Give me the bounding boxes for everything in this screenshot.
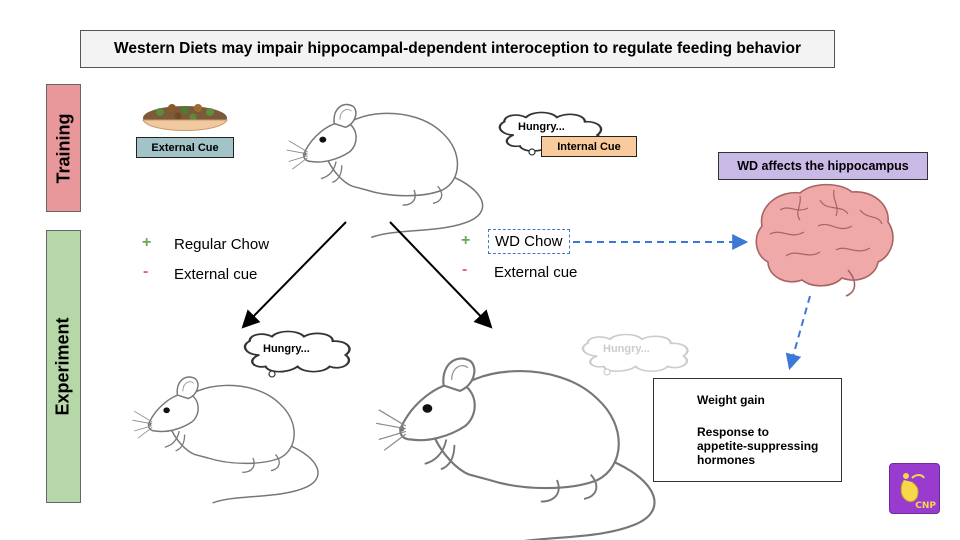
brain-icon: [755, 183, 894, 297]
thought-bubble-dot: [603, 368, 611, 376]
external-cue-removed-label: External cue: [174, 266, 258, 283]
food-bowl-icon: [142, 104, 228, 131]
arrow-to-regular-chow-mouse: [241, 221, 347, 329]
results-box: [653, 378, 842, 482]
wd-chow-label: WD Chow: [488, 229, 570, 254]
hormone-response-label-line2: appetite-suppressing: [697, 439, 819, 453]
wd-chow-mouse-icon: [375, 357, 656, 540]
hormone-response-label-line1: Response to: [697, 425, 770, 439]
cnp-logo: CNP: [889, 463, 940, 514]
lemon-icon: [900, 473, 925, 503]
hippocampus-effect-label: WD affects the hippocampus: [718, 152, 928, 180]
external-cue-label: External Cue: [136, 137, 234, 158]
training-phase-label: Training: [46, 84, 81, 212]
training-mouse-icon: [285, 103, 484, 239]
training-thought-text: Hungry...: [518, 121, 565, 133]
regular-chow-thought-text: Hungry...: [263, 343, 310, 355]
thought-bubble-dot: [528, 148, 536, 156]
regular-chow-label: Regular Chow: [174, 236, 270, 253]
logo-text: CNP: [915, 501, 936, 511]
experiment-phase-label: Experiment: [46, 230, 81, 503]
arrow-to-wd-chow-mouse: [389, 221, 493, 329]
regular-chow-mouse-icon: [131, 376, 319, 504]
plus-sign: +: [142, 234, 152, 251]
arrow-brain-to-results: [785, 295, 811, 371]
thought-bubble-dot: [268, 370, 276, 378]
internal-cue-label: Internal Cue: [541, 136, 637, 157]
weight-gain-label: Weight gain: [697, 393, 765, 407]
plus-sign: +: [461, 232, 471, 249]
wd-chow-faded-thought-text: Hungry...: [603, 343, 650, 355]
minus-sign: -: [143, 263, 149, 280]
hormone-response-label-line3: hormones: [697, 453, 756, 467]
diagram-title: Western Diets may impair hippocampal-dep…: [80, 30, 835, 68]
external-cue-removed-label: External cue: [494, 264, 578, 281]
minus-sign: -: [462, 261, 468, 278]
